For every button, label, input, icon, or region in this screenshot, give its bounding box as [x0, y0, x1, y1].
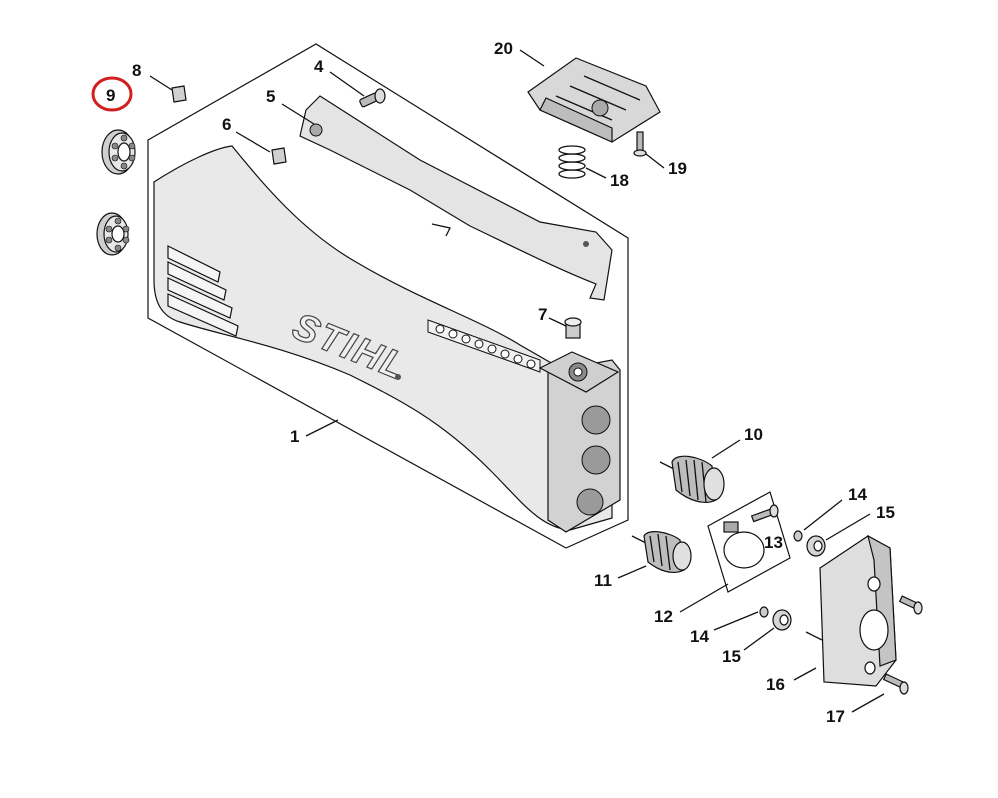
part-14-washer-upper[interactable] — [793, 530, 803, 542]
vent-slots — [167, 245, 239, 337]
leader-lines — [149, 49, 885, 713]
part-4-screw[interactable] — [359, 88, 386, 108]
callout-8: 8 — [132, 61, 141, 80]
part-10-damper[interactable] — [659, 455, 725, 503]
callout-15-upper: 15 — [876, 503, 895, 522]
part-18-spring[interactable] — [558, 145, 586, 179]
callout-9: 9 — [106, 86, 115, 105]
callout-12: 12 — [654, 607, 673, 626]
callout-1: 1 — [290, 427, 299, 446]
callout-17: 17 — [826, 707, 845, 726]
callout-15-lower: 15 — [722, 647, 741, 666]
part-7-fitting[interactable] — [564, 317, 582, 339]
front-end-block — [538, 351, 620, 516]
part-6-clip[interactable] — [271, 147, 287, 165]
part-9-bearing-second[interactable] — [96, 212, 130, 256]
part-15-bushing-lower[interactable] — [772, 609, 792, 631]
callout-14-lower: 14 — [690, 627, 709, 646]
callout-6: 6 — [222, 115, 231, 134]
highlight-circle-9 — [91, 76, 133, 112]
part-12-clamp[interactable] — [707, 491, 791, 593]
ridge-holes — [427, 319, 541, 373]
part-17-screw[interactable] — [882, 673, 909, 695]
part-1-housing[interactable]: STIHL — [147, 43, 629, 549]
part-20-bracket[interactable] — [527, 57, 661, 143]
callout-18: 18 — [610, 171, 629, 190]
part-13-screw[interactable] — [750, 504, 779, 523]
callout-10: 10 — [744, 425, 763, 444]
part-9-bearing[interactable] — [101, 129, 136, 175]
callout-7: 7 — [538, 305, 547, 324]
callout-19: 19 — [668, 159, 687, 178]
part-5-cover-strip[interactable] — [299, 95, 613, 301]
callout-16: 16 — [766, 675, 785, 694]
part-19-screw[interactable] — [633, 131, 647, 157]
callout-11: 11 — [594, 571, 612, 590]
part-8-clip[interactable] — [171, 85, 187, 103]
part-11-damper[interactable] — [631, 531, 692, 574]
part-15-bushing-upper[interactable] — [806, 535, 826, 557]
part-17-screw-upper[interactable] — [898, 595, 923, 615]
callout-5: 5 — [266, 87, 275, 106]
part-14-washer-lower[interactable] — [759, 606, 769, 618]
callout-4: 4 — [314, 57, 324, 76]
callout-14-upper: 14 — [848, 485, 867, 504]
callout-13: 13 — [764, 533, 783, 552]
callout-20: 20 — [494, 39, 513, 58]
part-16-end-cap[interactable] — [805, 534, 897, 687]
